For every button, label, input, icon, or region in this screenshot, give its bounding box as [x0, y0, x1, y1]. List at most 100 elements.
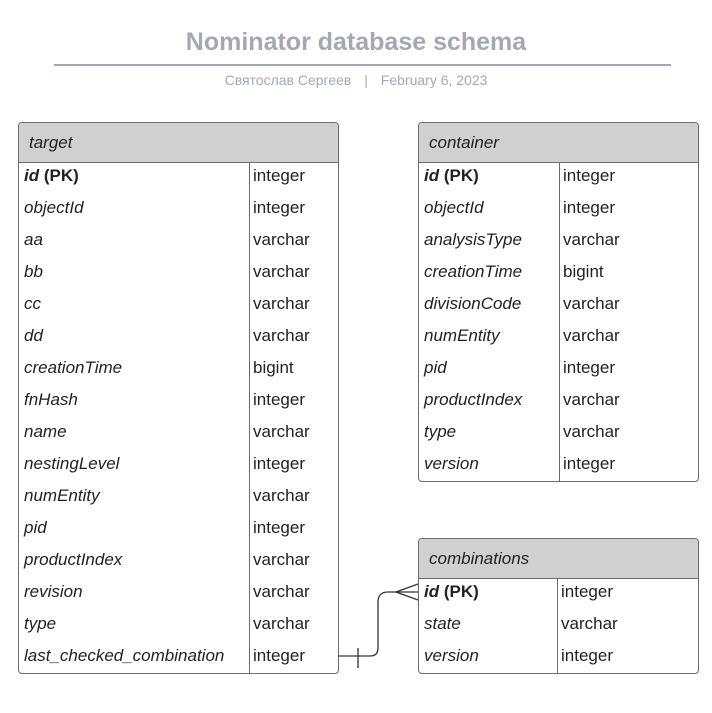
field-name: revision: [19, 579, 249, 611]
field-row[interactable]: analysisType varchar: [419, 227, 698, 259]
field-type: integer: [563, 358, 615, 377]
field-type: varchar: [253, 326, 310, 345]
field-name: last_checked_combination: [19, 643, 249, 673]
field-type: varchar: [563, 294, 620, 313]
field-type: varchar: [253, 486, 310, 505]
connector-line[interactable]: [338, 591, 418, 657]
field-name-text: id: [24, 166, 40, 185]
field-name: id (PK): [419, 163, 559, 195]
field-row[interactable]: productIndex varchar: [19, 547, 338, 579]
field-name: state: [419, 611, 557, 643]
field-type: integer: [563, 166, 615, 185]
field-name: numEntity: [19, 483, 249, 515]
field-type: integer: [253, 646, 305, 665]
field-row[interactable]: objectId integer: [419, 195, 698, 227]
field-type: varchar: [253, 550, 310, 569]
field-name-text: divisionCode: [424, 294, 522, 313]
field-row[interactable]: version integer: [419, 643, 698, 673]
field-name: nestingLevel: [19, 451, 249, 483]
field-row[interactable]: id (PK)integer: [419, 163, 698, 195]
primary-key-badge: (PK): [443, 166, 479, 185]
field-row[interactable]: productIndex varchar: [419, 387, 698, 419]
field-name: productIndex: [419, 387, 559, 419]
field-name-text: version: [424, 454, 479, 473]
field-type: integer: [253, 198, 305, 217]
field-name: bb: [19, 259, 249, 291]
field-name-text: version: [424, 646, 479, 665]
field-name: id (PK): [19, 163, 249, 195]
field-name-text: pid: [424, 358, 447, 377]
field-type: varchar: [253, 422, 310, 441]
field-name: pid: [419, 355, 559, 387]
field-row[interactable]: id (PK)integer: [419, 579, 698, 611]
author-name: Святослав Сергеев: [224, 72, 352, 88]
field-type: integer: [253, 166, 305, 185]
diagram-subtitle: Святослав Сергеев | February 6, 2023: [0, 72, 712, 88]
title-divider: [54, 64, 671, 66]
field-row[interactable]: id (PK)integer: [19, 163, 338, 195]
table-header[interactable]: combinations: [419, 539, 698, 579]
field-row[interactable]: divisionCode varchar: [419, 291, 698, 323]
field-type: varchar: [563, 230, 620, 249]
field-type: bigint: [253, 358, 294, 377]
field-name-text: objectId: [424, 198, 484, 217]
field-type: varchar: [253, 294, 310, 313]
field-name-text: cc: [24, 294, 41, 313]
field-name-text: creationTime: [24, 358, 123, 377]
table-header[interactable]: container: [419, 123, 698, 163]
field-type: varchar: [563, 422, 620, 441]
field-name-text: pid: [24, 518, 47, 537]
field-name-text: dd: [24, 326, 43, 345]
field-name-text: analysisType: [424, 230, 522, 249]
field-row[interactable]: pid integer: [19, 515, 338, 547]
field-name: type: [419, 419, 559, 451]
field-type: varchar: [253, 262, 310, 281]
diagram-title: Nominator database schema: [185, 28, 527, 56]
field-name: creationTime: [19, 355, 249, 387]
field-row[interactable]: dd varchar: [19, 323, 338, 355]
field-name-text: productIndex: [424, 390, 523, 409]
field-row[interactable]: creationTime bigint: [19, 355, 338, 387]
field-name: aa: [19, 227, 249, 259]
field-type: varchar: [563, 390, 620, 409]
field-name-text: objectId: [24, 198, 84, 217]
field-name: pid: [19, 515, 249, 547]
field-name: numEntity: [419, 323, 559, 355]
field-row[interactable]: pid integer: [419, 355, 698, 387]
column-divider: [557, 579, 558, 673]
field-row[interactable]: objectId integer: [19, 195, 338, 227]
field-name: creationTime: [419, 259, 559, 291]
field-type: varchar: [253, 230, 310, 249]
field-name: analysisType: [419, 227, 559, 259]
field-type: integer: [563, 198, 615, 217]
table-header[interactable]: target: [19, 123, 338, 163]
field-type: integer: [253, 454, 305, 473]
field-type: integer: [253, 518, 305, 537]
field-name-text: productIndex: [24, 550, 123, 569]
field-type: bigint: [563, 262, 604, 281]
diagram-date: February 6, 2023: [380, 72, 488, 88]
field-type: integer: [561, 646, 613, 665]
field-row[interactable]: cc varchar: [19, 291, 338, 323]
